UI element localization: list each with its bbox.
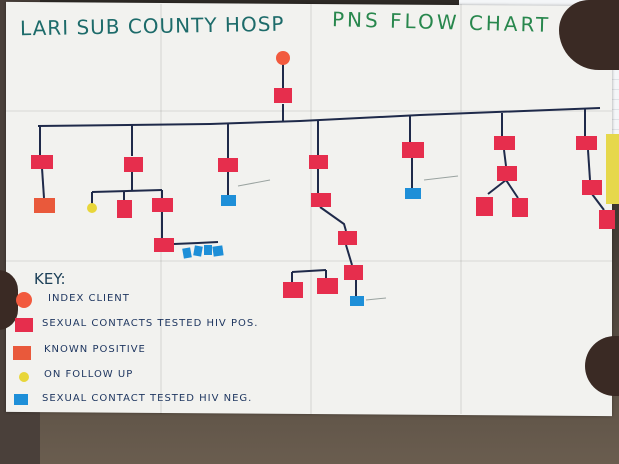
negative-contact-group bbox=[182, 245, 224, 259]
flow-node bbox=[402, 142, 424, 158]
flow-node bbox=[576, 136, 597, 150]
flow-node bbox=[512, 198, 528, 217]
negative-contact-node bbox=[182, 247, 192, 259]
flow-node bbox=[311, 193, 331, 207]
key-label-tested-neg: SEXUAL CONTACT TESTED HIV NEG. bbox=[42, 393, 253, 404]
key-swatch-follow-up bbox=[19, 372, 29, 382]
flow-node bbox=[338, 231, 357, 245]
flow-node bbox=[494, 136, 515, 150]
negative-contact-node bbox=[405, 188, 421, 199]
flow-node bbox=[154, 238, 174, 252]
flow-node bbox=[124, 157, 143, 172]
negative-contact-node bbox=[193, 245, 203, 257]
flow-node bbox=[582, 180, 602, 195]
index-client-node bbox=[276, 51, 290, 65]
level1-nodes bbox=[31, 136, 597, 172]
key-label-known-pos: KNOWN POSITIVE bbox=[44, 344, 146, 355]
negative-contact-node bbox=[212, 245, 224, 257]
hand bbox=[0, 270, 18, 330]
connector-lines bbox=[37, 62, 605, 296]
key-title: KEY: bbox=[34, 270, 66, 288]
flow-node bbox=[309, 155, 328, 169]
flow-node bbox=[152, 198, 173, 212]
key-swatch-index bbox=[16, 292, 32, 308]
flow-node bbox=[283, 282, 303, 298]
flow-node bbox=[497, 166, 517, 181]
flow-node bbox=[31, 155, 53, 169]
known-positive-node bbox=[34, 198, 55, 213]
negative-contact-node bbox=[204, 245, 212, 255]
flow-node bbox=[274, 88, 292, 103]
key-swatch-tested-pos bbox=[15, 318, 33, 332]
key-swatch-tested-neg bbox=[14, 394, 28, 405]
flow-node bbox=[317, 278, 338, 294]
key-label-follow-up: ON FOLLOW UP bbox=[44, 369, 134, 380]
flow-node bbox=[476, 197, 493, 216]
negative-contact-node bbox=[221, 195, 236, 206]
paper-fold bbox=[310, 4, 312, 414]
flow-node bbox=[599, 210, 615, 229]
key-label-tested-pos: SEXUAL CONTACTS TESTED HIV POS. bbox=[42, 318, 259, 329]
key-swatch-known-pos bbox=[13, 346, 31, 360]
sticky-note bbox=[606, 134, 619, 204]
flow-node bbox=[218, 158, 238, 172]
flow-node bbox=[117, 200, 132, 218]
key-label-index: INDEX CLIENT bbox=[48, 293, 130, 304]
follow-up-node bbox=[87, 203, 97, 213]
negative-contact-node bbox=[350, 296, 364, 306]
paper-fold bbox=[460, 4, 462, 414]
paper-fold bbox=[6, 110, 612, 112]
flow-node bbox=[344, 265, 363, 280]
paper-fold bbox=[6, 260, 612, 262]
